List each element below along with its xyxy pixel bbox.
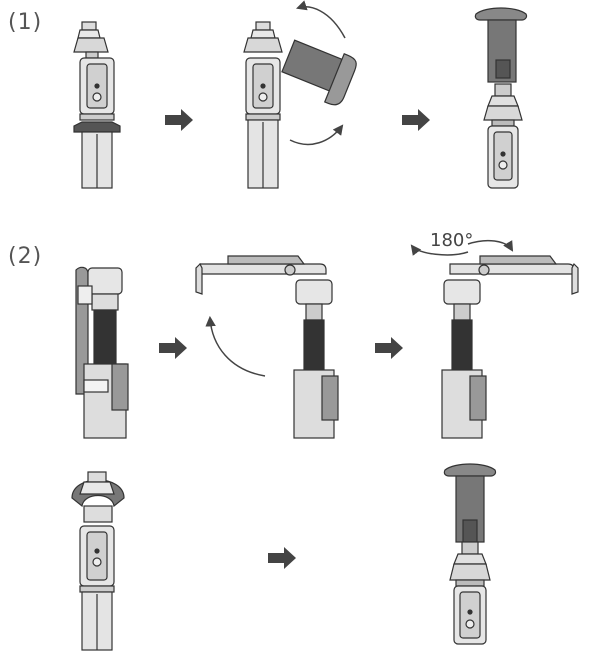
figure-1a-stick bbox=[73, 21, 121, 189]
rotation-arrow-bottom bbox=[289, 124, 344, 146]
figure-2a-stick bbox=[75, 266, 129, 439]
arrow-right-icon bbox=[402, 109, 430, 131]
rotation-arrow-top bbox=[296, 0, 346, 39]
arrow-right-icon bbox=[375, 337, 403, 359]
figure-2c-stick bbox=[441, 255, 579, 439]
step-1-label: (1) bbox=[8, 10, 43, 35]
unfold-arrow bbox=[205, 315, 266, 377]
rotation-label: 180° bbox=[430, 230, 473, 251]
figure-3a-stick bbox=[71, 471, 125, 651]
figure-3b-stick bbox=[443, 463, 497, 645]
rotate-arrow-left bbox=[410, 244, 469, 256]
rotate-arrow-right bbox=[467, 239, 514, 252]
figure-1c-stick bbox=[474, 7, 528, 189]
arrow-right-icon bbox=[165, 109, 193, 131]
figure-2b-stick bbox=[195, 255, 339, 439]
figure-1b-stick bbox=[243, 21, 357, 189]
step-2-label: (2) bbox=[8, 244, 43, 269]
arrow-right-icon bbox=[159, 337, 187, 359]
arrow-right-icon bbox=[268, 547, 296, 569]
